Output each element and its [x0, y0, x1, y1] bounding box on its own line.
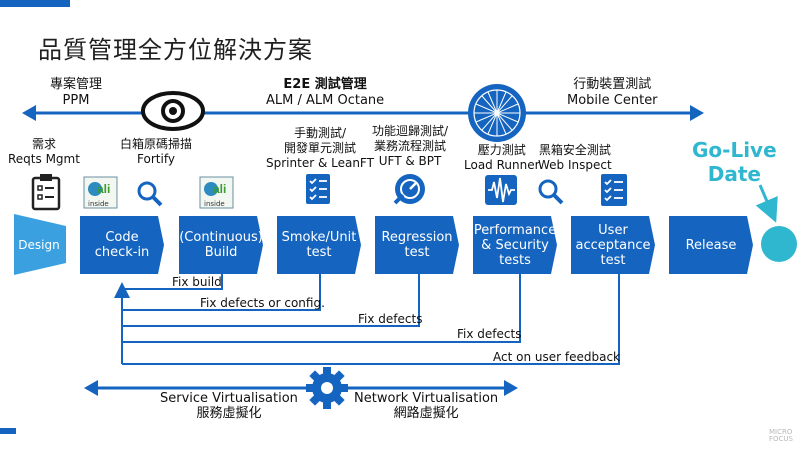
step-code-checkin: Code check-in [94, 230, 150, 260]
magnifier-icon-2 [538, 179, 564, 205]
checklist-icon-2 [601, 174, 627, 206]
uft-label: 功能迴歸測試/ 業務流程測試 UFT & BPT [372, 124, 449, 168]
ali-logo-icon-2: ali [199, 176, 234, 209]
loadrunner-label: 壓力測試 Load Runner [464, 143, 540, 172]
clipboard-icon [31, 174, 61, 211]
alm-label: E2E 測試管理 ALM / ALM Octane [266, 77, 385, 108]
fix-defects-label-1: Fix defects [358, 312, 423, 326]
ali-inside-label-2: inside [204, 200, 225, 208]
step-user-acceptance: User acceptance test [575, 222, 651, 268]
step-performance-security: Performance & Security tests [473, 222, 557, 268]
fortify-label: 白箱原碼掃描 Fortify [120, 137, 193, 166]
gear-icon [306, 367, 348, 409]
page-title: 品質管理全方位解決方案 [38, 36, 313, 64]
webinspect-label: 黑箱安全測試 Web Inspect [538, 143, 612, 172]
step-shapes [80, 216, 753, 274]
step-regression-test: Regression test [381, 230, 453, 260]
step-release: Release [685, 237, 737, 253]
mobile-center-label: 行動裝置測試 Mobile Center [567, 77, 658, 108]
fix-build-label: Fix build [172, 275, 222, 289]
svg-text:ali: ali [97, 182, 110, 196]
network-virtualisation-label: Network Virtualisation 網路虛擬化 [354, 391, 499, 421]
top-left-corner-bar [0, 0, 70, 7]
service-virtualisation-label: Service Virtualisation 服務虛擬化 [160, 391, 298, 421]
ali-logo-icon-1: ali [83, 176, 118, 209]
ppm-label: 專案管理 PPM [50, 77, 103, 108]
fix-defects-config-label: Fix defects or config. [200, 296, 325, 310]
micro-focus-logo: MICRO FOCUS [769, 428, 793, 443]
magnifier-icon-1 [137, 181, 163, 207]
step-build: (Continuous) Build [179, 230, 263, 260]
waveform-icon [485, 175, 517, 205]
bottom-double-arrow [84, 380, 518, 396]
feedback-lines [114, 274, 620, 365]
svg-text:ali: ali [213, 182, 226, 196]
sprinter-label: 手動測試/ 開發單元測試 Sprinter & LeanFT [266, 126, 374, 170]
ali-inside-label-1: inside [88, 200, 109, 208]
user-feedback-label: Act on user feedback [493, 350, 620, 364]
reqts-label: 需求 Reqts Mgmt [8, 137, 80, 166]
checklist-icon-1 [306, 174, 330, 204]
top-double-arrow [22, 105, 704, 121]
gauge-icon [393, 174, 425, 205]
design-shape [14, 214, 66, 275]
fix-defects-label-2: Fix defects [457, 327, 522, 341]
golive-circle [761, 226, 797, 262]
network-globe-icon [468, 84, 526, 142]
step-design: Design [18, 237, 60, 252]
left-edge-bar [0, 428, 16, 434]
eye-icon [141, 91, 205, 131]
golive-label: Go-Live Date [692, 138, 777, 186]
step-smoke-unit-test: Smoke/Unit test [281, 230, 357, 260]
